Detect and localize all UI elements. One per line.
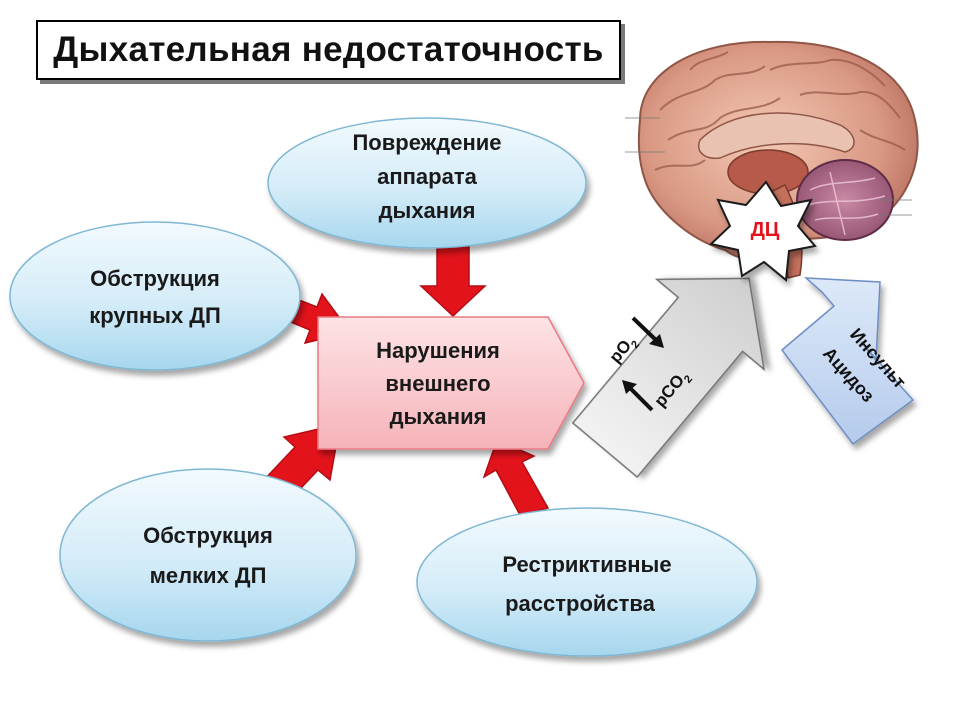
blood-gas-arrow [571, 277, 766, 479]
cause-restrictive-line1: Рестриктивные [502, 552, 671, 577]
respiratory-center-star: ДЦ [708, 180, 817, 282]
pco2-up-icon [622, 380, 654, 412]
center-shape [317, 316, 585, 450]
cause-restrictive: Рестриктивные расстройства [416, 507, 758, 657]
center-label-line1: Нарушения [376, 338, 500, 363]
cause-large-obstruction-line1: Обструкция [90, 266, 220, 291]
brain-illustration [625, 40, 919, 279]
cause-small-obstruction-line1: Обструкция [143, 523, 273, 548]
center-label-line2: внешнего [385, 371, 490, 396]
cause-damage-line2: аппарата [377, 164, 477, 189]
cause-damage: Повреждение аппарата дыхания [267, 117, 587, 249]
cause-restrictive-line2: расстройства [505, 591, 656, 616]
cause-small-obstruction-line2: мелких ДП [150, 563, 267, 588]
brain-factors-arrow: Инсульт Ацидоз [780, 277, 915, 446]
cause-damage-line3: дыхания [379, 198, 476, 223]
cause-damage-line1: Повреждение [352, 130, 501, 155]
dc-label: ДЦ [751, 219, 780, 241]
cause-large-obstruction-line2: крупных ДП [89, 303, 221, 328]
arrow-from-restrictive [482, 438, 550, 516]
cause-large-obstruction: Обструкция крупных ДП [9, 221, 301, 371]
center-label-line3: дыхания [390, 404, 487, 429]
page-title: Дыхательная недостаточность [53, 30, 604, 69]
arrow-from-damage [419, 239, 487, 318]
cause-small-obstruction: Обструкция мелких ДП [59, 468, 357, 642]
title-box: Дыхательная недостаточность [36, 20, 621, 80]
po2-down-icon [631, 316, 664, 348]
